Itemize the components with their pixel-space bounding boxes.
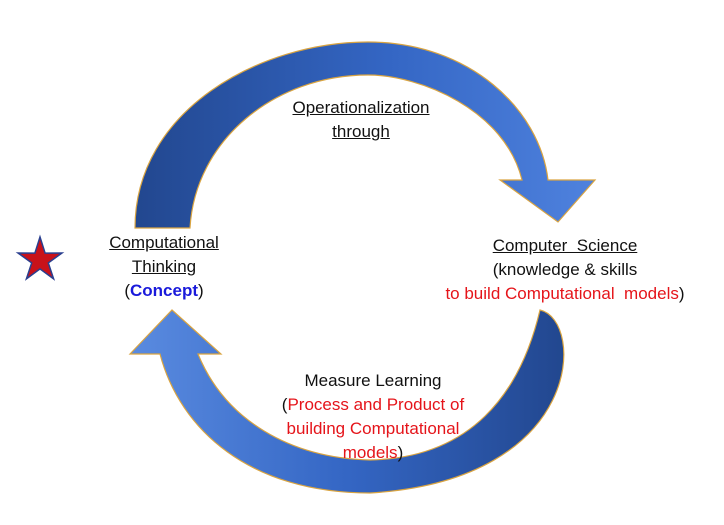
models-text: models [342,443,398,462]
measure-learning-label: Measure Learning (Process and Product of… [261,369,485,465]
knowledge-skills-line: (knowledge & skills [492,260,638,279]
build-models-paren-close: ) [678,284,685,303]
computational-thinking-line1: Computational [109,233,219,252]
models-line: models) [261,441,485,465]
building-computational-line: building Computational [286,419,460,438]
top-cycle-arrow [134,41,597,229]
concept-paren-close: ) [198,281,204,300]
operationalization-line1: Operationalization [292,98,430,117]
operationalization-label: Operationalization through [261,96,461,144]
process-paren-open: ( [281,395,288,414]
concept-word: Concept [130,281,198,300]
computational-thinking-label: Computational Thinking (Concept) [84,231,244,303]
build-models-text: to build Computational models [445,284,679,303]
process-product-line: (Process and Product of [261,393,485,417]
computer-science-title: Computer Science [492,236,638,255]
star-icon [15,234,65,281]
process-product-text: Process and Product of [287,395,465,414]
operationalization-line2: through [332,122,390,141]
bottom-cycle-arrow [128,309,565,494]
measure-learning-title: Measure Learning [304,371,442,390]
computer-science-label: Computer Science (knowledge & skills to … [418,234,712,306]
models-paren-close: ) [397,443,404,462]
concept-paren-open: ( [124,281,130,300]
computational-thinking-line2: Thinking [131,257,197,276]
build-models-line: to build Computational models) [418,282,712,306]
concept-line: (Concept) [84,279,244,303]
